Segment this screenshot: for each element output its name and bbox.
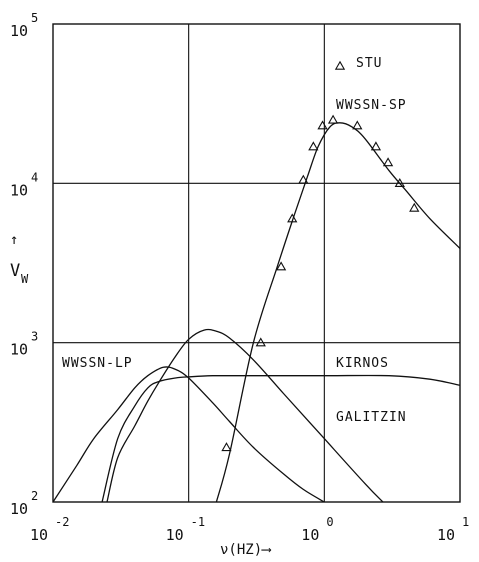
stu-data-point bbox=[394, 178, 405, 188]
y-tick-label: 103 bbox=[10, 330, 38, 359]
curve-layer bbox=[52, 122, 461, 503]
y-tick-exp: 3 bbox=[31, 330, 38, 344]
marker-layer bbox=[221, 114, 420, 452]
stu-data-point bbox=[287, 213, 298, 223]
y-axis-arrow: ↑ bbox=[10, 232, 18, 248]
x-tick-exp: -1 bbox=[191, 515, 205, 529]
y-tick-base: 10 bbox=[10, 500, 28, 518]
y-tick-base: 10 bbox=[10, 22, 28, 40]
stu-data-point bbox=[317, 120, 328, 130]
stu-data-point bbox=[382, 157, 394, 167]
label-wwssn-sp: WWSSN-SP bbox=[336, 98, 407, 113]
y-tick-label: 104 bbox=[10, 170, 38, 199]
stu-legend-marker bbox=[334, 60, 346, 70]
stu-data-point bbox=[370, 141, 382, 151]
x-tick-base: 10 bbox=[301, 526, 319, 544]
series-line-wwssn-sp bbox=[215, 122, 461, 503]
stu-data-point bbox=[327, 114, 339, 124]
y-tick-exp: 4 bbox=[31, 170, 38, 184]
stu-data-point bbox=[275, 261, 287, 271]
stu-data-point bbox=[308, 141, 319, 151]
series-line-galitzin bbox=[106, 328, 384, 503]
series-line-kirnos bbox=[101, 374, 461, 503]
stu-data-point bbox=[255, 337, 266, 347]
y-tick-label: 105 bbox=[10, 11, 38, 40]
series-line-wwssn-lp bbox=[52, 366, 325, 503]
x-axis-label: ν(HZ)⟶ bbox=[220, 542, 272, 558]
x-tick-label: 10 -2 bbox=[30, 515, 69, 544]
x-tick-label: 10 -1 bbox=[166, 515, 205, 544]
y-tick-exp: 2 bbox=[31, 489, 38, 503]
label-galitzin: GALITZIN bbox=[336, 410, 407, 425]
y-tick-base: 10 bbox=[10, 341, 28, 359]
stu-data-point bbox=[409, 202, 420, 212]
y-tick-base: 10 bbox=[10, 181, 28, 199]
stu-legend: STU bbox=[334, 56, 382, 71]
x-tick-exp: 0 bbox=[326, 515, 333, 529]
stu-legend-label: STU bbox=[356, 56, 382, 71]
x-tick-exp: 1 bbox=[462, 515, 469, 529]
x-tick-exp: -2 bbox=[55, 515, 69, 529]
x-tick-label: 10 1 bbox=[437, 515, 469, 544]
x-tick-base: 10 bbox=[166, 526, 184, 544]
x-tick-base: 10 bbox=[30, 526, 48, 544]
label-kirnos: KIRNOS bbox=[336, 356, 389, 371]
stu-data-point bbox=[352, 120, 363, 130]
stu-data-point bbox=[221, 442, 232, 452]
x-tick-label: 10 0 bbox=[301, 515, 333, 544]
y-axis-label-sub: W bbox=[21, 272, 29, 286]
grid-layer bbox=[53, 24, 460, 502]
y-tick-label: 102 bbox=[10, 489, 38, 518]
y-axis-label-main: V bbox=[10, 261, 20, 281]
y-tick-exp: 5 bbox=[31, 11, 38, 25]
label-wwssn-lp: WWSSN-LP bbox=[62, 356, 133, 371]
stu-data-point bbox=[298, 174, 309, 184]
y-axis-label: ↑ V W bbox=[10, 232, 29, 286]
plot-frame bbox=[52, 23, 461, 503]
x-tick-base: 10 bbox=[437, 526, 455, 544]
